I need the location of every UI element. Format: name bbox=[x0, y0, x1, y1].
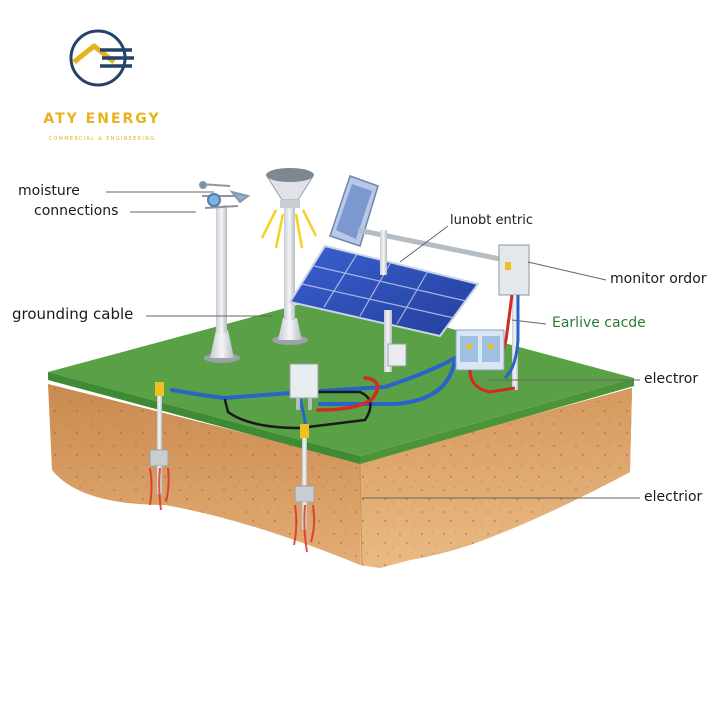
brand-emblem-icon bbox=[69, 29, 134, 87]
junction-box bbox=[289, 363, 319, 410]
label-grounding-cable: grounding cable bbox=[12, 305, 134, 323]
label-lunobt-entric: lunobt entric bbox=[450, 213, 533, 228]
solar-panel bbox=[288, 244, 480, 372]
weather-mast bbox=[199, 181, 251, 363]
street-light bbox=[260, 168, 318, 345]
control-cabinet bbox=[455, 329, 516, 394]
label-moisture: moisture bbox=[18, 183, 80, 199]
grass-surface bbox=[48, 296, 634, 464]
brand-logo bbox=[36, 28, 166, 148]
soil-block bbox=[48, 384, 632, 568]
grounding-rod-center bbox=[293, 424, 316, 553]
leader-lines bbox=[106, 191, 640, 499]
label-electror: electror bbox=[644, 371, 699, 387]
label-earlive-cacde: Earlive cacde bbox=[552, 315, 646, 331]
light-rays bbox=[260, 209, 318, 249]
label-connections: connections bbox=[34, 203, 119, 219]
monitoring-device bbox=[329, 175, 506, 275]
monitor-box bbox=[489, 244, 530, 390]
sensor-crossarm bbox=[199, 181, 251, 209]
label-monitor-ordor: monitor ordor bbox=[610, 271, 707, 287]
brand-name: ATY ENERGY bbox=[43, 111, 161, 127]
brand-tagline: COMMERCIAL & ENGINEERING bbox=[48, 136, 156, 142]
label-electrior: electrior bbox=[644, 489, 703, 505]
grounding-rod-left bbox=[149, 382, 170, 511]
